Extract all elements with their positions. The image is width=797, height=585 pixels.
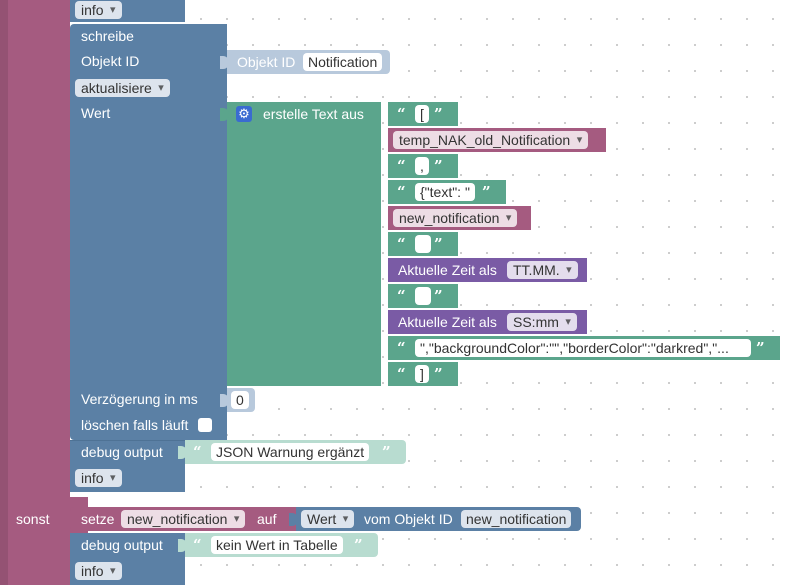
update-dropdown[interactable]: aktualisiere: [75, 79, 170, 97]
quote-close-icon: ”: [434, 157, 443, 175]
quote-close-icon: ”: [382, 443, 391, 461]
write-block-body-right: [226, 24, 227, 25]
text-item-7-value[interactable]: ]: [415, 365, 429, 383]
else-label: sonst: [16, 511, 50, 527]
quote-close-icon: ”: [434, 287, 443, 305]
delay-value[interactable]: 0: [231, 391, 249, 409]
delay-connector: [220, 394, 229, 407]
quote-close-icon: ”: [756, 339, 765, 357]
quote-open-icon: “: [397, 287, 406, 305]
cancel-checkbox[interactable]: [198, 418, 212, 432]
object-id-value[interactable]: Notification: [303, 53, 383, 71]
quote-open-icon: “: [193, 536, 202, 554]
get-value-dropdown[interactable]: Wert: [301, 510, 355, 528]
top-info-dropdown[interactable]: info: [75, 1, 122, 19]
quote-open-icon: “: [193, 443, 202, 461]
text-item-3-value[interactable]: {"text": ": [415, 183, 475, 201]
debug-1-text[interactable]: JSON Warnung ergänzt: [211, 443, 370, 461]
quote-close-icon: ”: [354, 536, 363, 554]
time-1-label: Aktuelle Zeit als: [398, 262, 497, 278]
settings-gear-icon[interactable]: ⚙: [236, 106, 252, 122]
text-join-block[interactable]: [227, 102, 381, 386]
debug-2-connector: [178, 539, 187, 552]
time-2-format-dropdown[interactable]: SS:mm: [507, 313, 577, 331]
get-value-from-label: vom Objekt ID: [364, 511, 453, 527]
text-item-1-value[interactable]: [: [415, 105, 429, 123]
quote-open-icon: “: [397, 105, 406, 123]
value-label: Wert: [81, 105, 111, 121]
quote-close-icon: ”: [434, 365, 443, 383]
set-to-label: auf: [257, 511, 277, 527]
variable-dropdown-1[interactable]: temp_NAK_old_Notification: [393, 131, 589, 149]
object-id-label: Objekt ID: [81, 53, 140, 69]
text-item-4-value[interactable]: [415, 235, 431, 253]
debug-2-label: debug output: [81, 537, 163, 553]
debug-2-level-dropdown[interactable]: info: [75, 562, 122, 580]
if-else-left-rail: [0, 0, 8, 585]
quote-close-icon: ”: [434, 235, 443, 253]
time-1-format-dropdown[interactable]: TT.MM.: [507, 261, 578, 279]
object-id-connector: [220, 56, 229, 69]
debug-1-level-dropdown[interactable]: info: [75, 469, 122, 487]
quote-open-icon: “: [397, 157, 406, 175]
get-value-connector: [289, 513, 298, 526]
delay-label: Verzögerung in ms: [81, 391, 198, 407]
debug-1-connector: [178, 446, 187, 459]
text-join-connector: [220, 108, 229, 121]
if-else-block[interactable]: [0, 0, 70, 585]
write-label: schreibe: [81, 28, 134, 44]
quote-close-icon: ”: [482, 183, 491, 201]
debug-1-label: debug output: [81, 444, 163, 460]
quote-close-icon: ”: [434, 105, 443, 123]
quote-open-icon: “: [397, 235, 406, 253]
set-variable-dropdown[interactable]: new_notification: [121, 510, 246, 528]
quote-open-icon: “: [397, 183, 406, 201]
text-item-6-value[interactable]: ","backgroundColor":"","borderColor":"da…: [415, 339, 751, 357]
quote-open-icon: “: [397, 339, 406, 357]
time-2-label: Aktuelle Zeit als: [398, 314, 497, 330]
variable-dropdown-2[interactable]: new_notification: [393, 209, 518, 227]
debug-2-text[interactable]: kein Wert in Tabelle: [211, 536, 343, 554]
quote-open-icon: “: [397, 365, 406, 383]
get-value-object-id[interactable]: new_notification: [461, 510, 572, 528]
object-id-block-label: Objekt ID: [237, 54, 296, 70]
cancel-label: löschen falls läuft: [81, 417, 189, 433]
text-join-label: erstelle Text aus: [263, 106, 364, 122]
text-item-5-value[interactable]: [415, 287, 431, 305]
set-label: setze: [81, 511, 115, 527]
text-item-2-value[interactable]: ,: [415, 157, 429, 175]
